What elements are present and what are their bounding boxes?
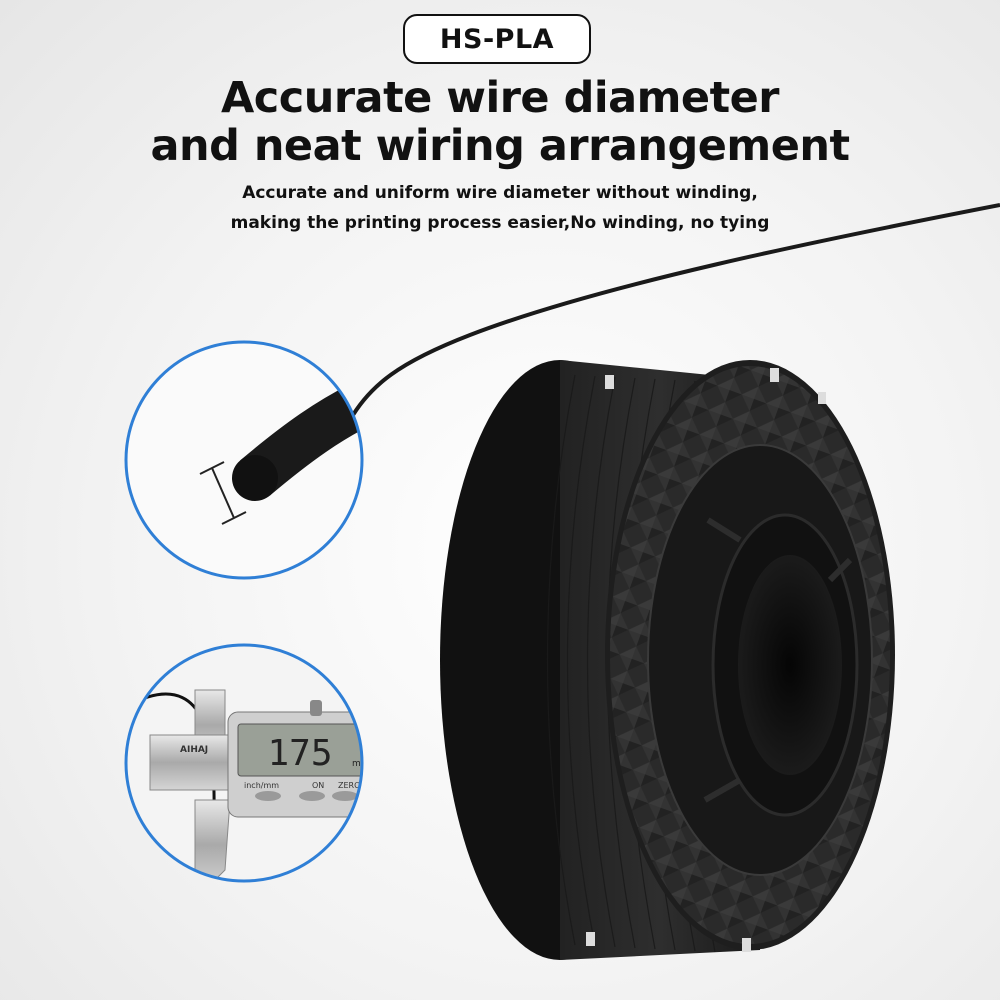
headline: Accurate wire diameter and neat wiring a… xyxy=(0,74,1000,170)
caliper-mode-label: inch/mm xyxy=(244,781,279,790)
diameter-detail-circle xyxy=(124,340,364,580)
headline-line-1: Accurate wire diameter xyxy=(220,73,780,123)
subtitle: Accurate and uniform wire diameter witho… xyxy=(0,178,1000,238)
filament-strand xyxy=(348,203,1000,421)
diameter-marker xyxy=(211,467,235,519)
caliper-on-label: ON xyxy=(312,781,324,790)
caliper-brand: AIHAJ xyxy=(180,745,208,755)
headline-line-2: and neat wiring arrangement xyxy=(150,121,850,171)
subtitle-line-1: Accurate and uniform wire diameter witho… xyxy=(242,183,758,203)
subtitle-line-2: making the printing process easier,No wi… xyxy=(230,213,770,233)
caliper-unit: mm xyxy=(352,759,370,769)
caliper-reading: 175 xyxy=(267,733,332,774)
caliper-detail-circle: 175 mm inch/mm ON ZERO AIHAJ xyxy=(124,643,370,883)
filament-spool xyxy=(440,360,895,960)
caliper-zero-label: ZERO xyxy=(338,781,360,790)
product-badge: HS-PLA xyxy=(403,14,591,64)
